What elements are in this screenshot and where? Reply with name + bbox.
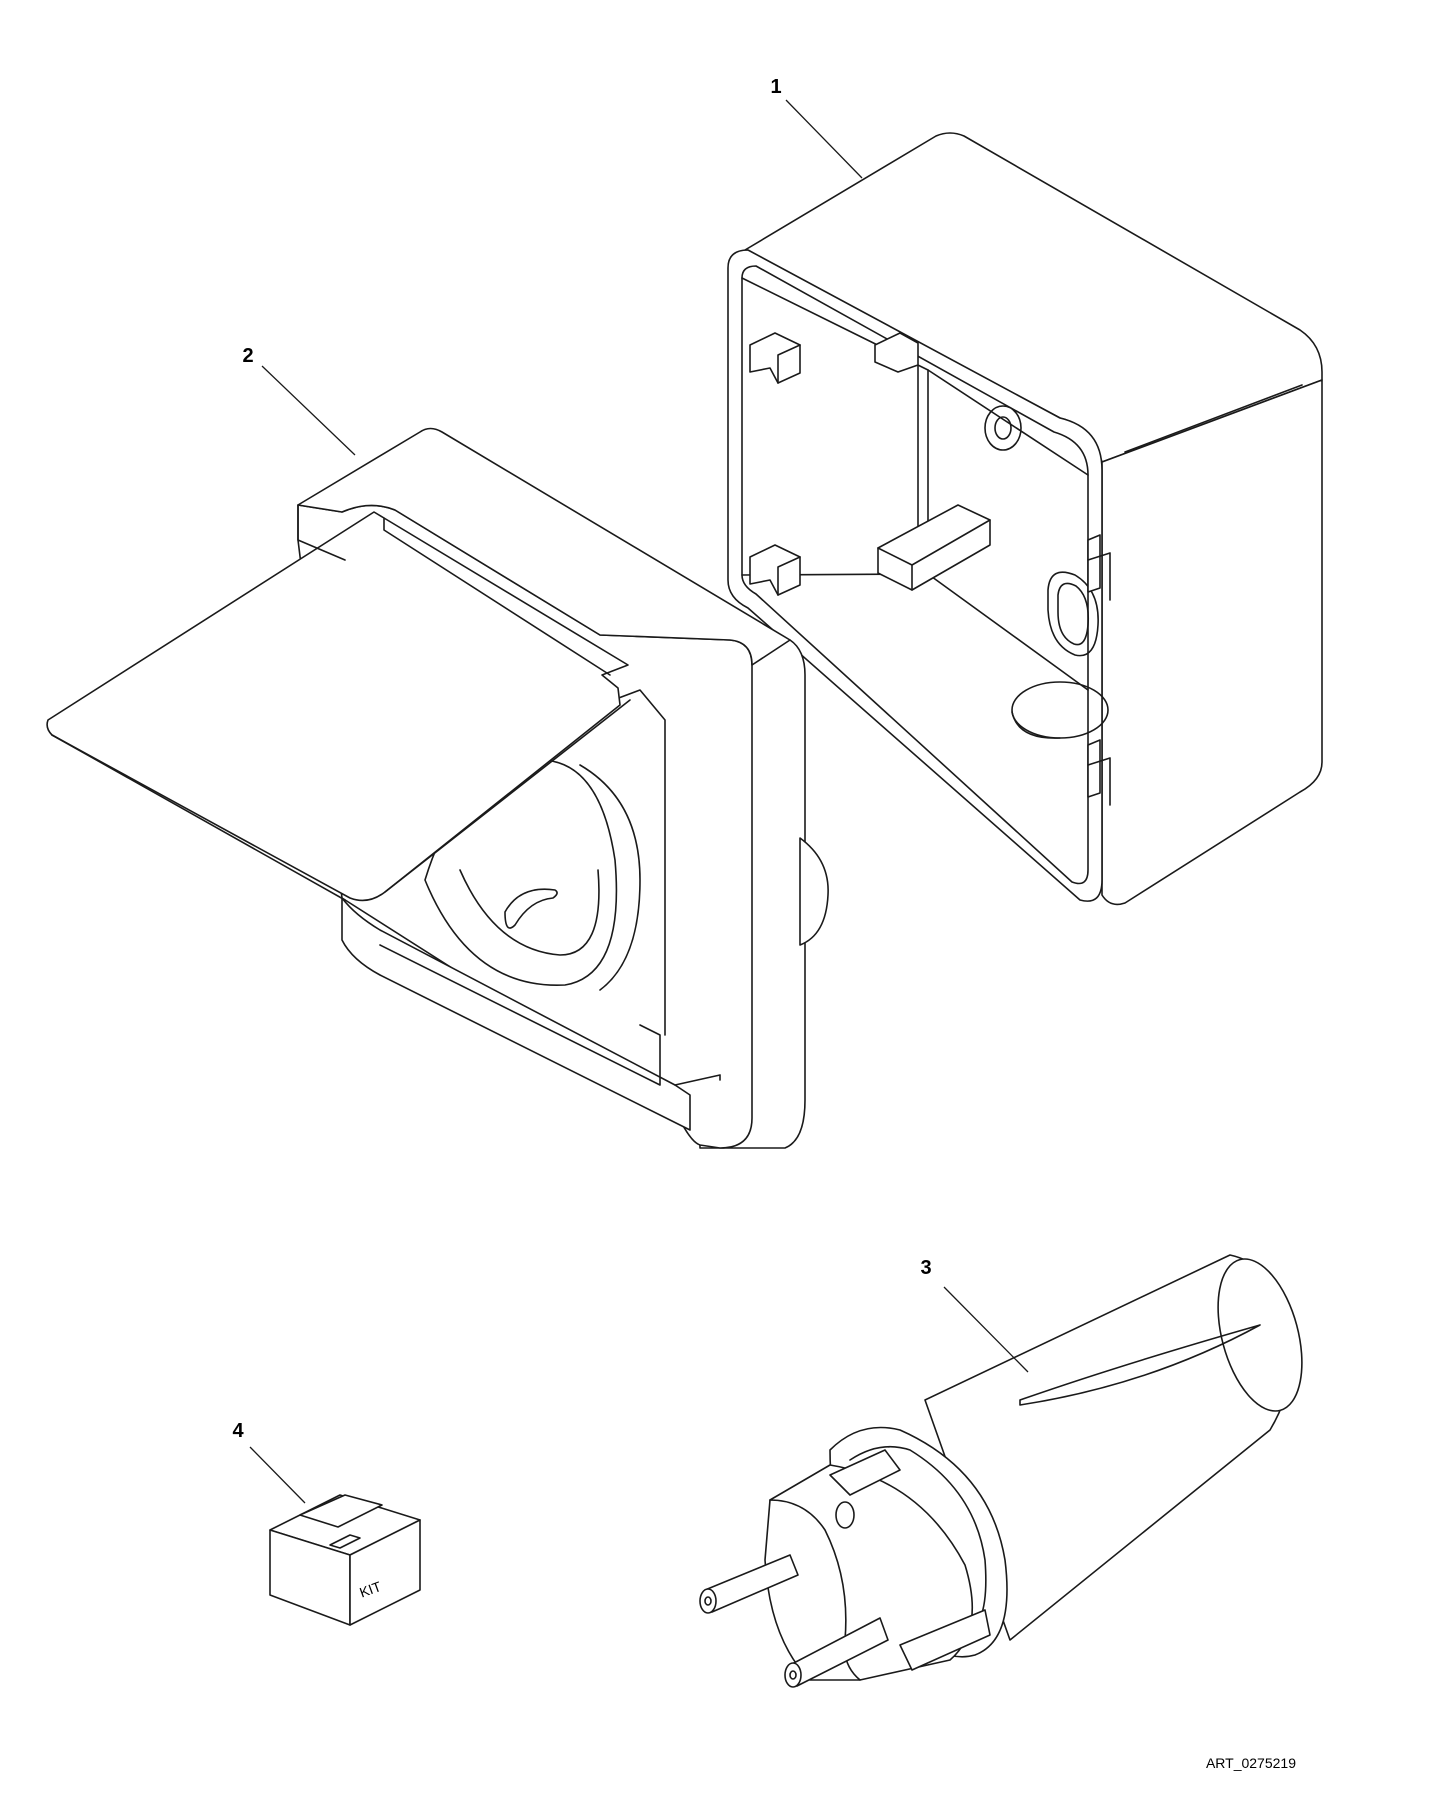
kit-box-label: KIT (357, 1578, 383, 1601)
part-2-socket-with-cover (46, 427, 829, 1149)
callout-4: 4 (232, 1420, 244, 1442)
leader-lines (249, 99, 1029, 1504)
part-4-kit-box: KIT (269, 1494, 421, 1626)
art-reference: ART_0275219 (1206, 1755, 1296, 1771)
part-1-back-box (727, 132, 1323, 906)
part-3-plug (699, 1254, 1303, 1688)
callout-3: 3 (920, 1257, 931, 1279)
callout-1: 1 (770, 76, 781, 98)
callout-2: 2 (242, 345, 253, 367)
